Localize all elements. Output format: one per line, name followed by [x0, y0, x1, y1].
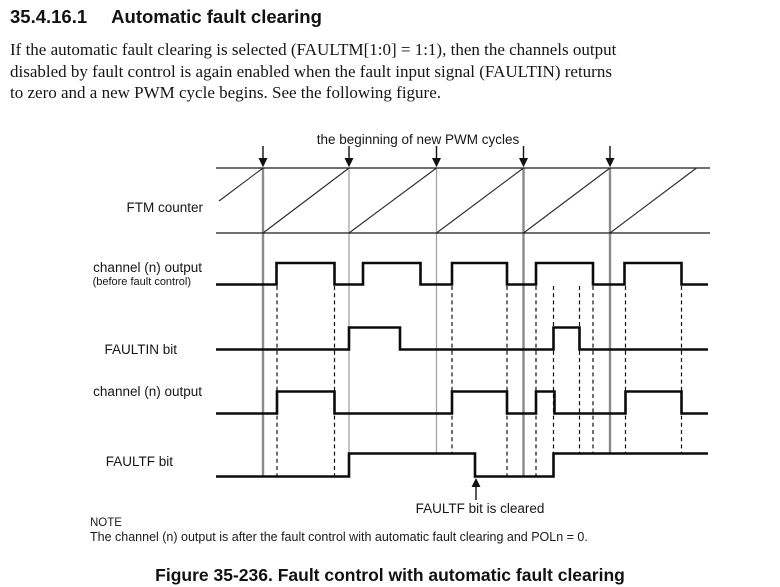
up-arrow-icon [471, 478, 481, 487]
note-text: The channel (n) output is after the faul… [90, 530, 588, 544]
channel-n-output-after-fault-waveform [216, 390, 708, 415]
note-label: NOTE [90, 517, 122, 529]
ftm-counter-waveform [216, 167, 710, 234]
body-line: to zero and a new PWM cycle begins. See … [10, 83, 442, 102]
signal-label: FAULTIN bit [104, 342, 177, 357]
signal-label: FTM counter [126, 200, 203, 215]
signal-label: channel (n) output [93, 384, 202, 399]
faultin-bit-waveform [216, 326, 708, 351]
body-line: disabled by fault control is again enabl… [10, 61, 612, 81]
section-number: 35.4.16.1 [10, 6, 88, 27]
body-line: If the automatic fault clearing is selec… [10, 40, 617, 59]
section-title: Automatic fault clearing [111, 6, 322, 27]
annotation-bottom-text: FAULTF bit is cleared [416, 501, 545, 516]
signal-label: FAULTF bit [106, 454, 174, 469]
edge-dashed-lines [276, 286, 683, 477]
signal-label: channel (n) output [93, 260, 202, 275]
pwm-cycles-annotation: the beginning of new PWM cycles [317, 132, 520, 147]
figure-caption: Figure 35-236. Fault control with automa… [155, 565, 625, 585]
channel-n-output-before-fault-waveform [216, 261, 708, 286]
section-heading: 35.4.16.1 Automatic fault clearing [10, 6, 322, 28]
cycle-boundary-lines [258, 146, 615, 477]
annotation-top-text: the beginning of new PWM cycles [317, 132, 520, 147]
note-block: NOTE The channel (n) output is after the… [90, 517, 588, 545]
signal-label: (before fault control) [93, 276, 191, 288]
faultf-cleared-annotation: FAULTF bit is cleared [416, 478, 545, 516]
faultf-bit-waveform [216, 452, 708, 478]
body-paragraph: If the automatic fault clearing is selec… [10, 39, 774, 104]
